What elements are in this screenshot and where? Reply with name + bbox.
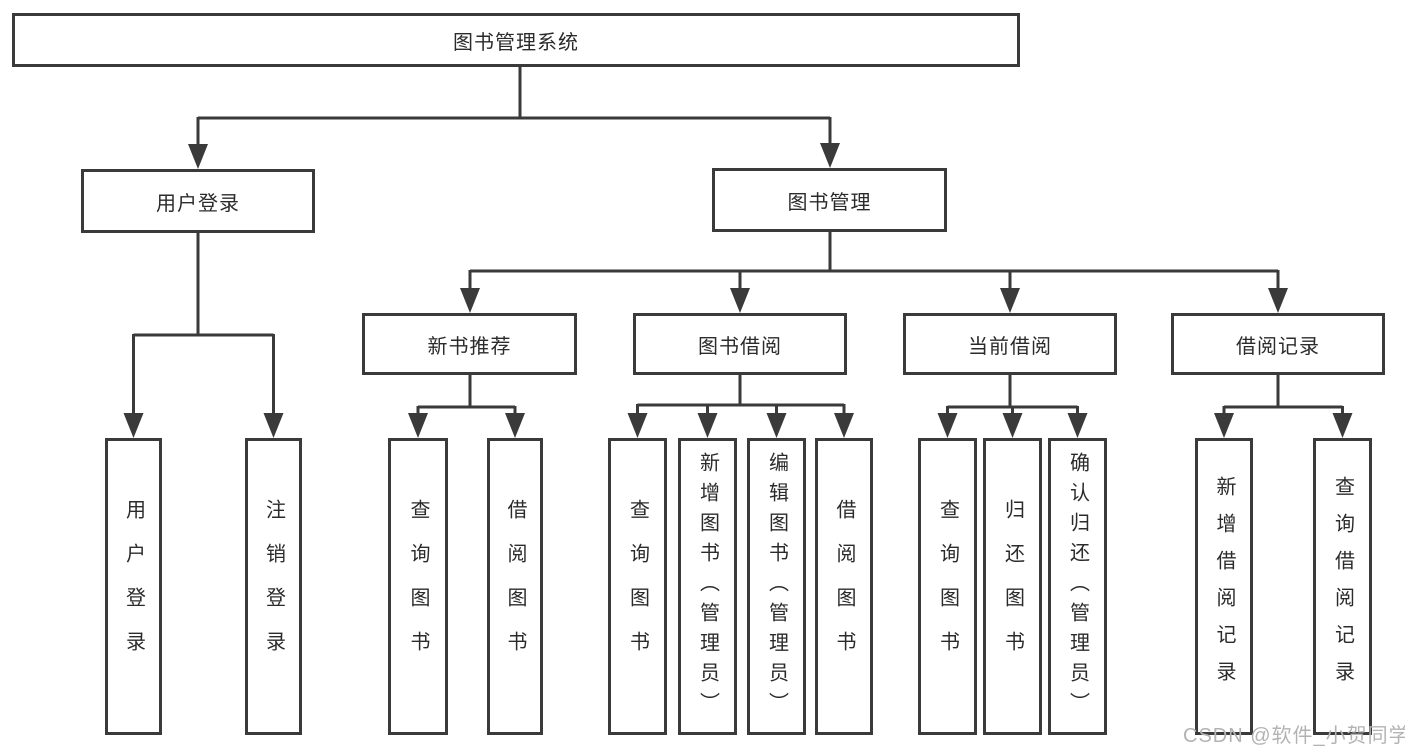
leaf-query-books-3: 查询图书 (918, 438, 977, 735)
leaf-return-books: 归还图书 (983, 438, 1042, 735)
leaf-logout: 注销登录 (245, 438, 302, 735)
node-borrow-records: 借阅记录 (1171, 313, 1385, 375)
node-book-borrow: 图书借阅 (633, 313, 847, 375)
leaf-confirm-return-admin: 确认归还（管理员） (1048, 438, 1107, 735)
leaf-label: 编辑图书（管理员） (765, 451, 788, 722)
leaf-label: 新增借阅记录 (1213, 475, 1235, 698)
node-current-borrow: 当前借阅 (903, 313, 1117, 375)
leaf-query-borrow-record: 查询借阅记录 (1313, 438, 1372, 735)
node-new-book-recommend: 新书推荐 (362, 313, 577, 375)
node-user-login-branch: 用户登录 (81, 169, 315, 233)
leaf-add-borrow-record: 新增借阅记录 (1195, 438, 1253, 735)
leaf-user-login: 用户登录 (105, 438, 162, 735)
leaf-query-books-2: 查询图书 (608, 438, 667, 735)
leaf-label: 借阅图书 (504, 498, 526, 675)
leaf-label: 查询借阅记录 (1331, 475, 1354, 698)
leaf-label: 借阅图书 (833, 498, 855, 675)
leaf-add-books-admin: 新增图书（管理员） (678, 438, 737, 735)
node-label: 当前借阅 (968, 335, 1052, 358)
node-label: 图书借阅 (698, 335, 782, 358)
leaf-label: 查询图书 (407, 498, 429, 675)
node-library-management-system: 图书管理系统 (12, 13, 1020, 67)
watermark: CSDN @软件_小贺同学 (1183, 725, 1405, 747)
leaf-label: 用户登录 (122, 498, 145, 675)
arrowheads (123, 143, 1353, 438)
node-label: 图书管理 (787, 191, 872, 214)
leaf-label: 新增图书（管理员） (696, 451, 719, 722)
node-label: 用户登录 (156, 192, 240, 215)
leaf-borrow-books-1: 借阅图书 (487, 438, 543, 735)
leaf-label: 确认归还（管理员） (1066, 451, 1089, 722)
node-book-management-branch: 图书管理 (712, 168, 947, 232)
node-label: 借阅记录 (1236, 335, 1320, 358)
leaf-label: 注销登录 (262, 498, 285, 675)
node-label: 图书管理系统 (453, 31, 579, 54)
leaf-label: 归还图书 (1001, 498, 1024, 675)
leaf-edit-books-admin: 编辑图书（管理员） (747, 438, 806, 735)
node-label: 新书推荐 (427, 335, 512, 358)
leaf-borrow-books-2: 借阅图书 (815, 438, 873, 735)
leaf-label: 查询图书 (936, 498, 959, 675)
leaf-query-books-1: 查询图书 (388, 438, 448, 735)
leaf-label: 查询图书 (626, 498, 649, 675)
